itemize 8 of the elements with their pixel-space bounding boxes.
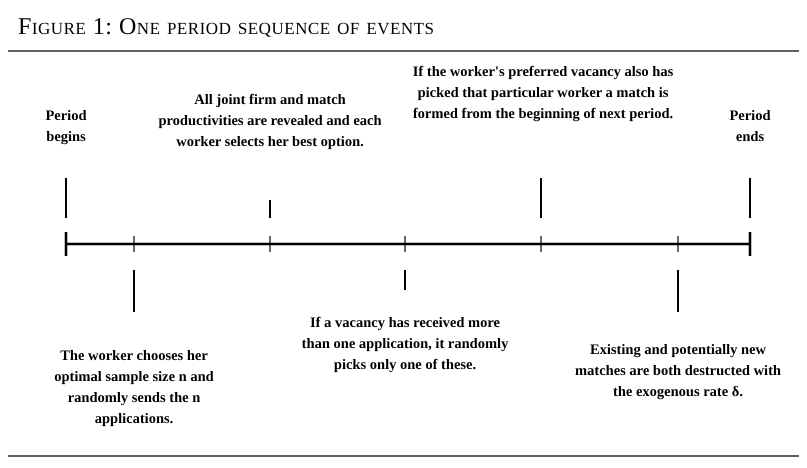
event-text: Period ends xyxy=(728,107,772,147)
event-text: Period begins xyxy=(44,107,88,147)
event-text: If a vacancy has received more than one application, it randomly picks only one of these. xyxy=(300,314,510,375)
event-text: If the worker's preferred vacancy also has picked that particular worker a match is formed from the beginning of next period. xyxy=(412,63,674,124)
event-text: All joint firm and match productivities are revealed and each worker selects her best option. xyxy=(157,91,383,152)
event-text: Existing and potentially new matches are both destructed with the exogenous rate δ. xyxy=(574,341,782,402)
figure-title: Figure 1: One period sequence of events xyxy=(18,14,435,41)
event-text: The worker chooses her optimal sample size n and randomly sends the n applications. xyxy=(53,347,215,429)
